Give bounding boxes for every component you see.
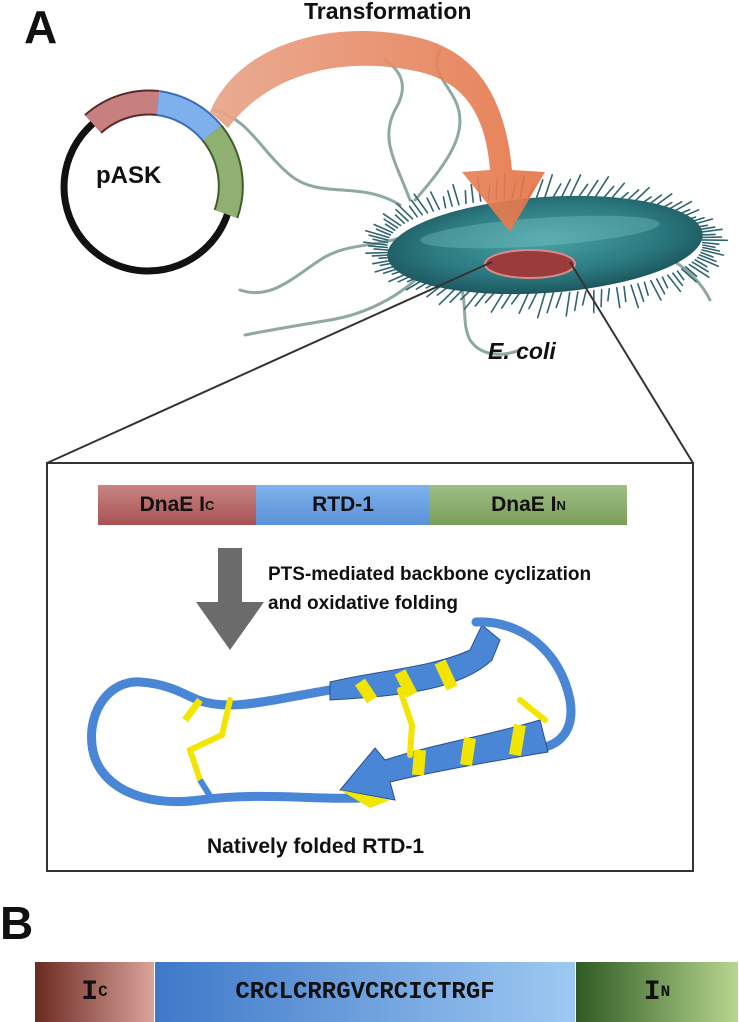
pilus <box>453 185 459 205</box>
pilus <box>465 191 466 204</box>
construct-intein-n-sub: N <box>556 498 565 513</box>
pilus <box>366 231 389 238</box>
construct-intein-c-label: DnaE I <box>140 493 205 517</box>
pilus <box>529 293 537 309</box>
pilus <box>644 282 648 295</box>
transformation-arrow <box>210 31 545 232</box>
construct-intein-c-sub: C <box>205 498 214 513</box>
rtd-sequence-text: CRCLCRRGVCRCICTRGF <box>235 979 494 1006</box>
organism-label: E. coli <box>488 338 556 365</box>
pilus <box>443 197 445 208</box>
pilus <box>396 210 408 221</box>
sequence-intein-c-label: I <box>81 977 98 1008</box>
sequence-intein-c-sub: C <box>98 983 108 1001</box>
transformation-label: Transformation <box>304 0 471 25</box>
process-line-2: and oxidative folding <box>268 589 591 618</box>
pilus <box>384 219 397 228</box>
pilus <box>638 284 644 301</box>
process-description: PTS-mediated backbone cyclization and ox… <box>268 560 591 618</box>
pilus <box>624 287 626 302</box>
pilus <box>657 279 665 294</box>
construct-intein-n-label: DnaE I <box>491 493 556 517</box>
plasmid-label: pASK <box>96 162 161 190</box>
pilus <box>570 175 581 198</box>
pilus <box>703 242 719 244</box>
pilus <box>617 288 620 308</box>
pilus <box>553 184 561 197</box>
pilus <box>608 289 609 301</box>
zoom-lines <box>47 262 693 463</box>
pilus <box>366 253 389 254</box>
sequence-rtd: CRCLCRRGVCRCICTRGF <box>155 962 575 1022</box>
pilus <box>502 292 512 308</box>
pilus <box>556 293 561 308</box>
pilus <box>427 198 433 211</box>
pilus <box>668 275 681 291</box>
pilus <box>700 255 716 261</box>
pilus <box>538 293 545 318</box>
pilus <box>562 179 571 197</box>
process-line-1: PTS-mediated backbone cyclization <box>268 560 591 589</box>
pilus <box>678 271 684 280</box>
pilus <box>369 246 388 248</box>
sequence-intein-n-label: I <box>644 977 661 1008</box>
construct-rtd: RTD-1 <box>256 485 430 525</box>
pilus <box>566 292 570 316</box>
pilus <box>374 249 388 250</box>
pilus <box>471 185 473 203</box>
pilus <box>448 191 452 206</box>
pilus <box>631 285 638 307</box>
pilus <box>703 245 715 247</box>
pilus <box>583 291 586 304</box>
pilus <box>662 277 667 288</box>
pilus <box>545 175 552 197</box>
sequence-intein-n-sub: N <box>661 983 671 1001</box>
expression-region <box>485 250 575 278</box>
product-label: Natively folded RTD-1 <box>207 835 424 859</box>
pilus <box>414 194 427 213</box>
construct-rtd-label: RTD-1 <box>312 493 374 517</box>
pilus <box>410 206 418 217</box>
pilus <box>519 293 528 313</box>
pilus <box>547 293 553 313</box>
pilus <box>575 292 578 310</box>
